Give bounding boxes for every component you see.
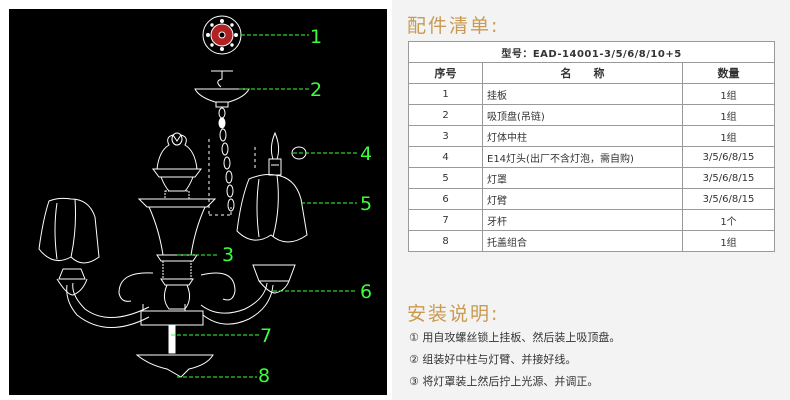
table-row: 2 吸顶盘(吊链) 1组 — [408, 104, 776, 126]
row-name: 吸顶盘(吊链) — [482, 104, 683, 126]
table-row: 5 灯罩 3/5/6/8/15 — [408, 167, 776, 189]
table-header-row: 序号 名 称 数量 — [408, 62, 776, 84]
header-no: 序号 — [408, 62, 483, 84]
row-qty: 1组 — [681, 230, 776, 252]
row-no: 3 — [408, 125, 483, 147]
callout-4: 4 — [360, 143, 373, 165]
row-no: 5 — [408, 167, 483, 189]
chandelier-drawing — [9, 9, 387, 395]
row-no: 4 — [408, 146, 483, 168]
install-instructions-title: 安装说明: — [407, 303, 500, 325]
model-row: 型号：EAD-14001-3/5/6/8/10+5 — [407, 41, 776, 63]
row-no: 8 — [408, 230, 483, 252]
callout-3: 3 — [222, 244, 235, 266]
install-steps: ① 用自攻螺丝锁上挂板、然后装上吸顶盘。 ② 组装好中柱与灯臂、并接好线。 ③ … — [409, 331, 620, 397]
table-row: 8 托盖组合 1组 — [408, 230, 776, 252]
install-step: ② 组装好中柱与灯臂、并接好线。 — [409, 353, 577, 366]
table-row: 7 牙杆 1个 — [408, 209, 776, 231]
row-name: 灯罩 — [482, 167, 683, 189]
row-no: 2 — [408, 104, 483, 126]
row-no: 1 — [408, 83, 483, 105]
parts-table: 型号：EAD-14001-3/5/6/8/10+5 序号 名 称 数量 1 挂板… — [407, 41, 776, 252]
install-step: ① 用自攻螺丝锁上挂板、然后装上吸顶盘。 — [409, 331, 621, 344]
table-row: 4 E14灯头(出厂不含灯泡，需自购) 3/5/6/8/15 — [408, 146, 776, 168]
install-step: ③ 将灯罩装上然后拧上光源、并调正。 — [409, 375, 599, 388]
row-name: 灯体中柱 — [482, 125, 683, 147]
header-name: 名 称 — [482, 62, 683, 84]
table-row: 6 灯臂 3/5/6/8/15 — [408, 188, 776, 210]
row-qty: 1组 — [681, 125, 776, 147]
row-qty: 3/5/6/8/15 — [681, 188, 776, 210]
callout-1: 1 — [310, 26, 323, 48]
row-name: E14灯头(出厂不含灯泡，需自购) — [482, 146, 683, 168]
row-name: 灯臂 — [482, 188, 683, 210]
table-row: 3 灯体中柱 1组 — [408, 125, 776, 147]
chandelier-diagram — [38, 15, 357, 378]
row-qty: 1个 — [681, 209, 776, 231]
row-name: 托盖组合 — [482, 230, 683, 252]
row-name: 牙杆 — [482, 209, 683, 231]
row-no: 6 — [408, 188, 483, 210]
model-number: 型号：EAD-14001-3/5/6/8/10+5 — [407, 41, 776, 63]
table-row: 1 挂板 1组 — [408, 83, 776, 105]
row-qty: 3/5/6/8/15 — [681, 167, 776, 189]
callout-5: 5 — [360, 193, 373, 215]
row-no: 7 — [408, 209, 483, 231]
callout-8: 8 — [258, 365, 271, 387]
row-name: 挂板 — [482, 83, 683, 105]
callout-6: 6 — [360, 281, 373, 303]
header-qty: 数量 — [681, 62, 776, 84]
row-qty: 1组 — [681, 104, 776, 126]
drawing-panel: 1 2 3 4 5 6 7 8 — [0, 0, 392, 400]
row-qty: 1组 — [681, 83, 776, 105]
callout-7: 7 — [260, 325, 273, 347]
row-qty: 3/5/6/8/15 — [681, 146, 776, 168]
parts-list-title: 配件清单: — [407, 15, 500, 37]
callout-2: 2 — [310, 79, 323, 101]
